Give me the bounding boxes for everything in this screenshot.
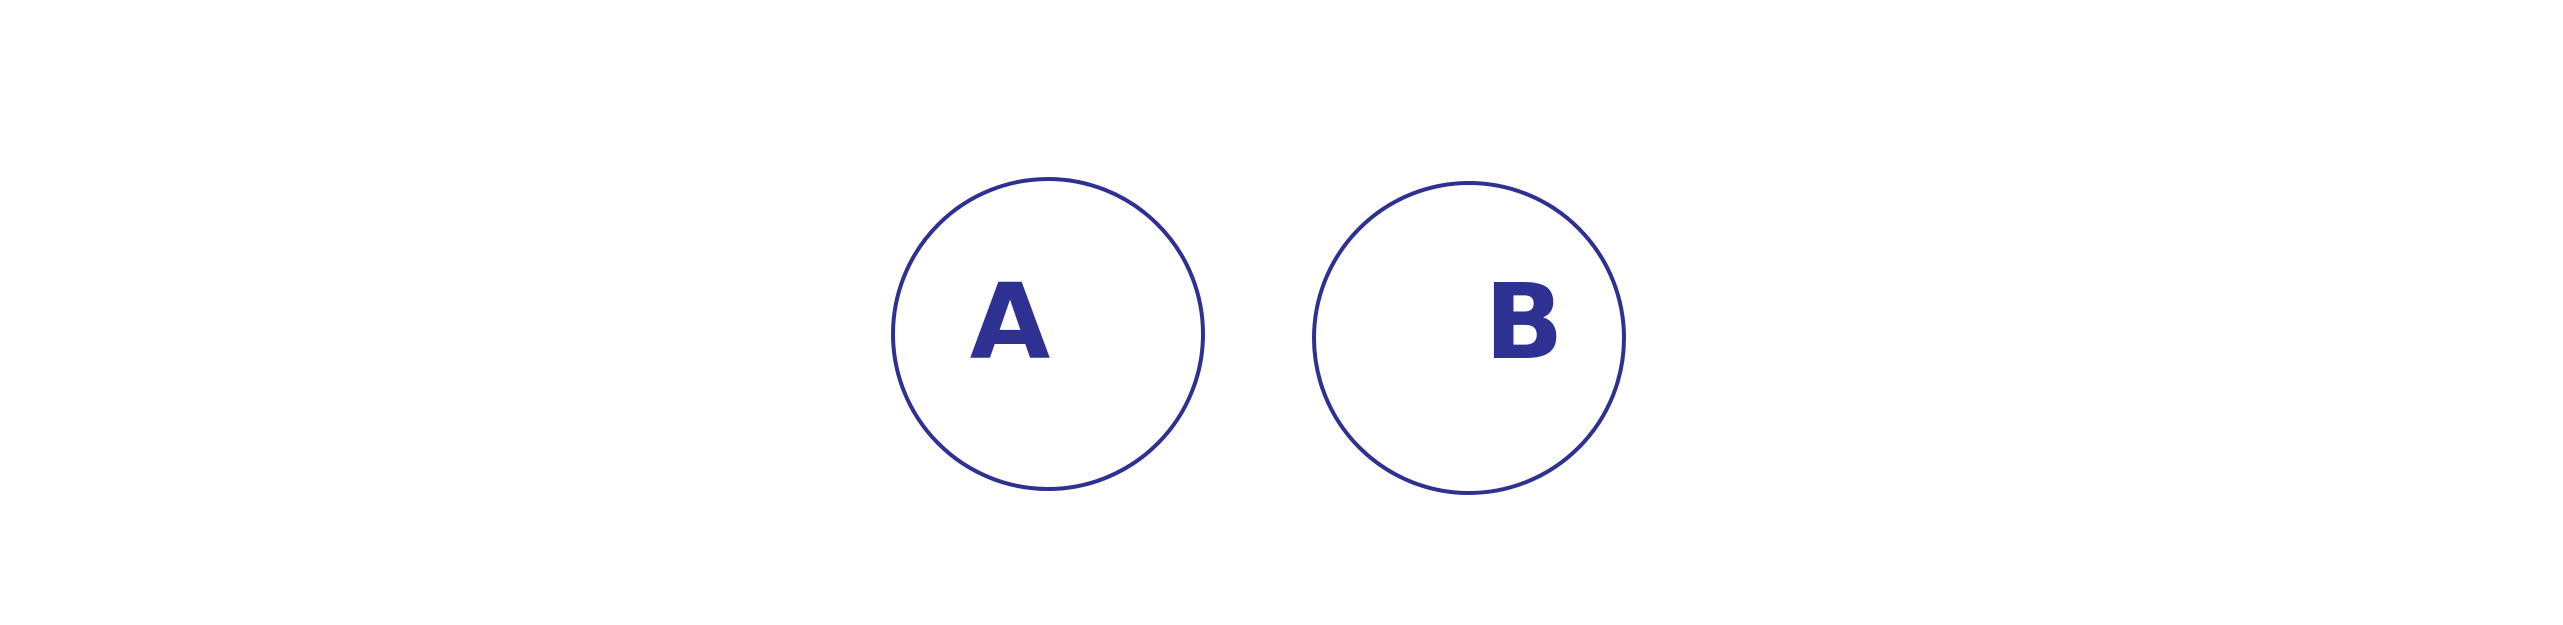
circle-b [1312, 181, 1626, 495]
circle-a [891, 177, 1205, 491]
circle-a-label: A [970, 261, 1051, 383]
circle-a-group: A [891, 177, 1205, 491]
circle-b-label: B [1484, 261, 1563, 383]
circle-b-group: B [1312, 181, 1626, 495]
